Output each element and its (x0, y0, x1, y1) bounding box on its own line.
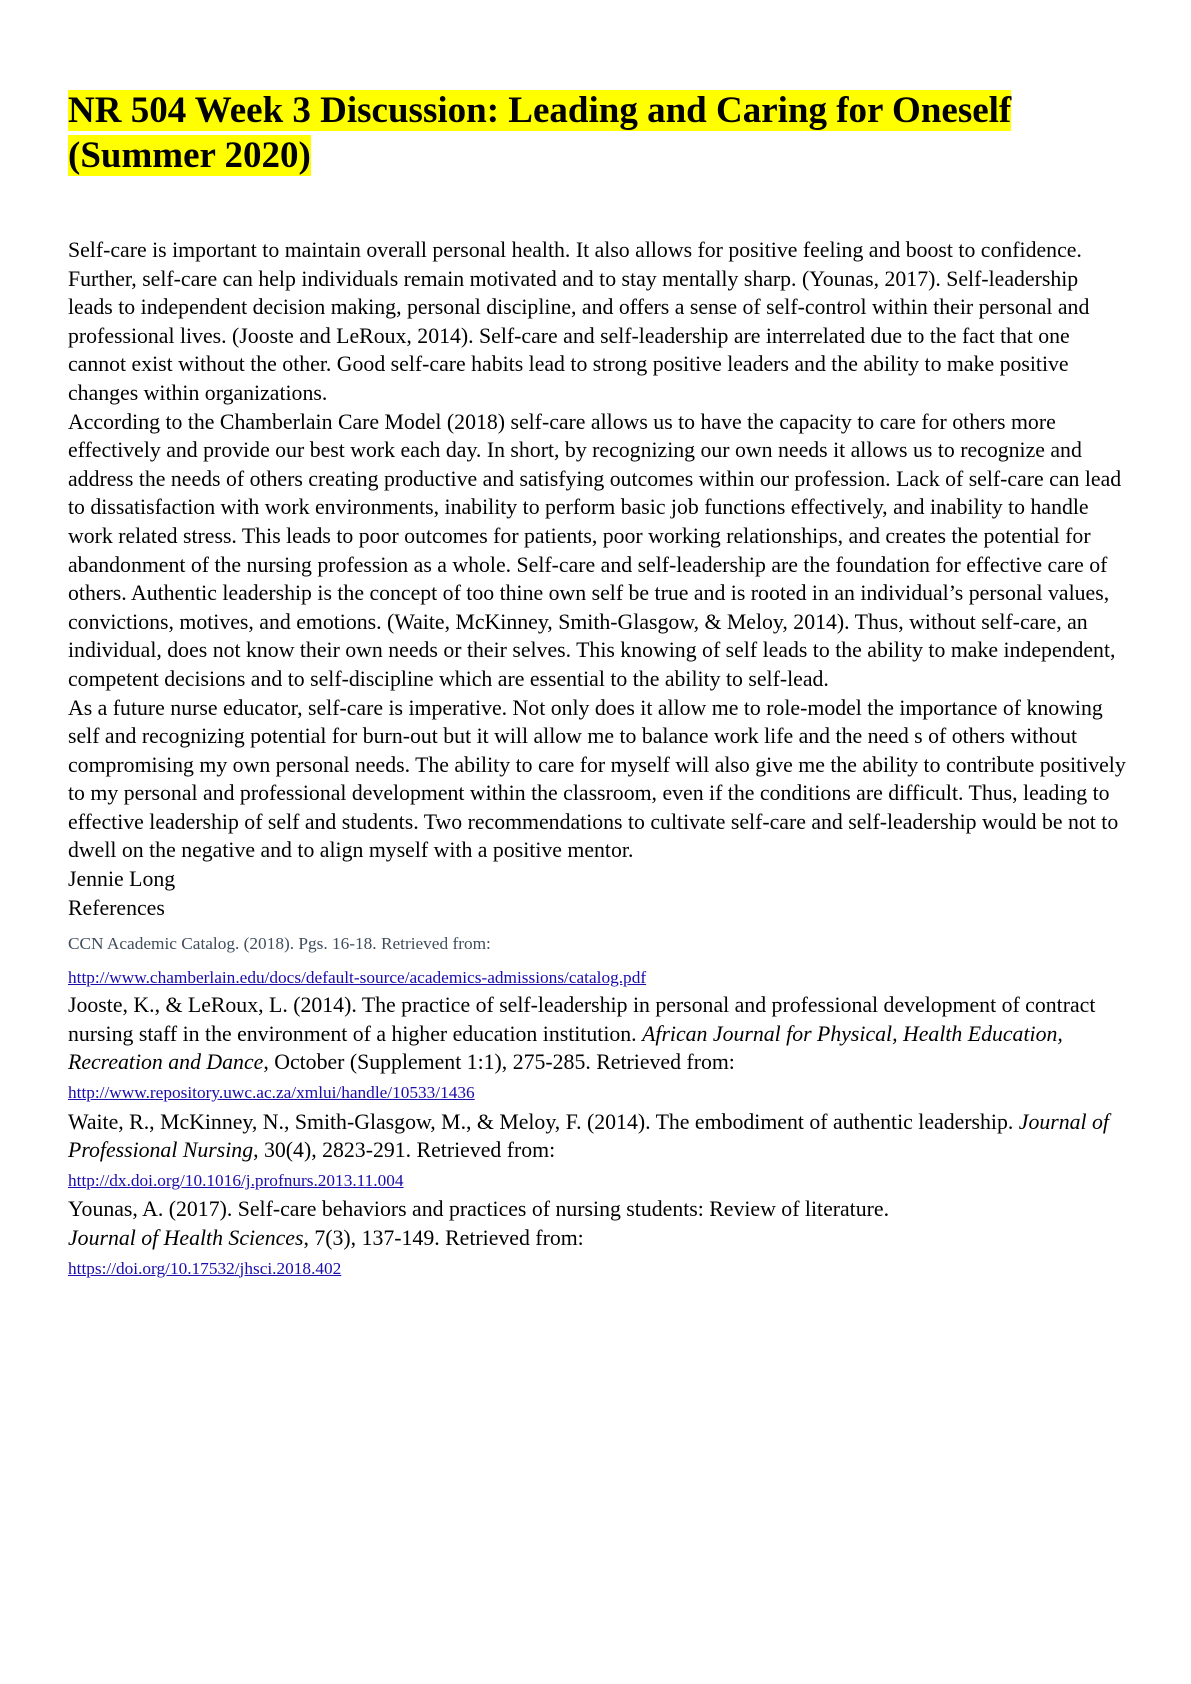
reference-younas-details: , 7(3), 137-149. Retrieved from: (303, 1226, 584, 1250)
reference-jooste-journal: African Journal for Physical, Health Edu… (68, 1021, 1063, 1075)
paragraph-1: Self-care is important to maintain overa… (68, 238, 1090, 405)
reference-list: Jooste, K., & LeRoux, L. (2014). The pra… (68, 991, 1128, 1283)
reference-catalog-text: CCN Academic Catalog. (2018). Pgs. 16-18… (68, 934, 491, 954)
paragraph-3: As a future nurse educator, self-care is… (68, 695, 1126, 863)
reference-jooste-text: Jooste, K., & LeRoux, L. (2014). The pra… (68, 993, 1096, 1046)
author-name: Jennie Long (68, 867, 176, 892)
reference-jooste-details: , October (Supplement 1:1), 275-285. Ret… (263, 1050, 735, 1075)
document-title: NR 504 Week 3 Discussion: Leading and Ca… (68, 88, 1123, 178)
document-body: Self-care is important to maintain overa… (68, 236, 1128, 922)
reference-younas-link[interactable]: https://doi.org/10.17532/jhsci.2018.402 (68, 1258, 342, 1278)
reference-waite-text: Waite, R., McKinney, N., Smith-Glasgow, … (68, 1109, 1019, 1134)
reference-younas-journal: Journal of Health Sciences (68, 1226, 304, 1250)
reference-waite: Waite, R., McKinney, N., Smith-Glasgow, … (68, 1108, 1128, 1196)
reference-jooste: Jooste, K., & LeRoux, L. (2014). The pra… (68, 991, 1128, 1107)
reference-jooste-link[interactable]: http://www.repository.uwc.ac.za/xmlui/ha… (68, 1083, 475, 1103)
reference-waite-journal: Journal of Professional Nursing (68, 1109, 1109, 1163)
reference-younas-text: Younas, A. (2017). Self-care behaviors a… (68, 1197, 890, 1222)
title-line-1: NR 504 Week 3 Discussion: Leading and Ca… (68, 90, 1012, 131)
references-heading: References (68, 895, 165, 920)
reference-younas: Younas, A. (2017). Self-care behaviors a… (68, 1195, 1128, 1283)
reference-waite-details: , 30(4), 2823-291. Retrieved from: (253, 1138, 556, 1163)
reference-waite-link[interactable]: http://dx.doi.org/10.1016/j.profnurs.201… (68, 1170, 404, 1190)
paragraph-2: According to the Chamberlain Care Model … (68, 409, 1122, 691)
reference-catalog-link[interactable]: http://www.chamberlain.edu/docs/default-… (68, 968, 647, 988)
title-line-2: (Summer 2020) (68, 135, 311, 176)
